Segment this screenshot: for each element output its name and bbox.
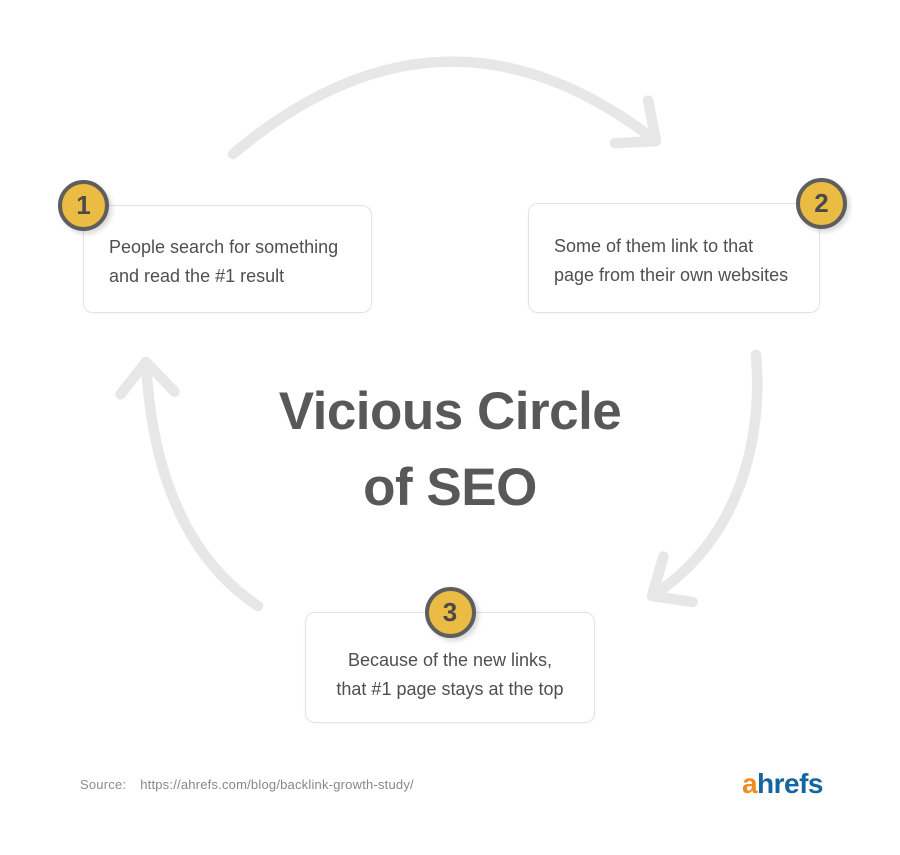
- step-2-text-line2: page from their own websites: [554, 265, 789, 285]
- step-1-text-line2: and read the #1 result: [109, 266, 285, 286]
- arrow-step2-to-step3-icon: [646, 349, 763, 608]
- step-card-1: 1 People search for something and read t…: [58, 180, 372, 313]
- step-3-text-line1: Because of the new links,: [347, 649, 553, 670]
- page-title: Vicious Circle of SEO: [0, 374, 900, 526]
- source-label: Source:: [80, 777, 127, 792]
- arrow-step3-to-step1-icon: [115, 356, 264, 612]
- ahrefs-logo[interactable]: ahrefs: [741, 767, 824, 801]
- arrow-step1-to-step2-icon: [227, 56, 662, 160]
- step-1-text-line1: People search for something: [109, 237, 339, 257]
- source-url[interactable]: https://ahrefs.com/blog/backlink-growth-…: [140, 777, 414, 792]
- step-card-3: 3 Because of the new links, that #1 page…: [305, 587, 595, 723]
- step-1-number-badge: 1: [58, 180, 109, 231]
- ahrefs-logo-a: a: [741, 768, 758, 799]
- ahrefs-logo-hrefs: hrefs: [757, 768, 823, 799]
- title-line1: Vicious Circle: [278, 382, 622, 441]
- step-2-text-line1: Some of them link to that: [554, 236, 754, 256]
- step-3-number-badge: 3: [424, 587, 476, 638]
- title-line2: of SEO: [363, 458, 537, 517]
- step-card-2: 2 Some of them link to that page from th…: [528, 178, 847, 313]
- step-2-number-badge: 2: [796, 178, 847, 229]
- source-line: Source: https://ahrefs.com/blog/backlink-…: [80, 777, 414, 792]
- step-3-text-line2: that #1 page stays at the top: [336, 678, 564, 699]
